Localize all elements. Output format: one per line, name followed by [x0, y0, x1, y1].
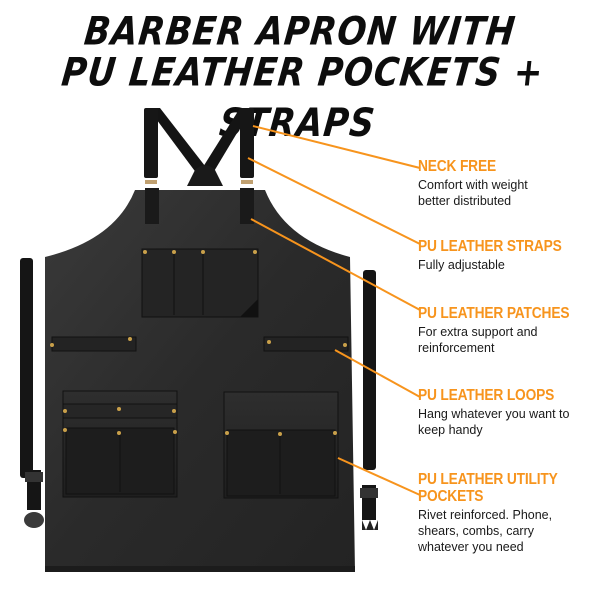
feature-description: For extra support and reinforcement	[418, 325, 538, 355]
feature-title: PU LEATHER LOOPS	[418, 387, 555, 404]
feature-title: NECK FREE	[418, 158, 496, 175]
feature-pu-leather-straps: PU LEATHER STRAPS Fully adjustable	[418, 238, 600, 273]
feature-pu-leather-utility-pockets: PU LEATHER UTILITY POCKETS Rivet reinfor…	[418, 471, 600, 555]
feature-description: Rivet reinforced. Phone, shears, combs, …	[418, 508, 553, 554]
feature-neck-free: NECK FREE Comfort with weight better dis…	[418, 158, 600, 209]
feature-title: PU LEATHER STRAPS	[418, 238, 562, 255]
feature-pu-leather-patches: PU LEATHER PATCHES For extra support and…	[418, 305, 600, 356]
waist-strap-left	[20, 258, 44, 528]
feature-description: Hang whatever you want to keep handy	[418, 407, 570, 437]
waist-strap-right	[360, 270, 378, 530]
feature-description: Comfort with weight better distributed	[418, 178, 528, 208]
apron-product-image	[20, 108, 378, 572]
feature-title-line-2: POCKETS	[418, 488, 484, 505]
feature-description: Fully adjustable	[418, 258, 505, 272]
feature-pu-leather-loops: PU LEATHER LOOPS Hang whatever you want …	[418, 387, 600, 438]
feature-title: PU LEATHER PATCHES	[418, 305, 570, 322]
feature-title-line-1: PU LEATHER UTILITY	[418, 471, 558, 488]
